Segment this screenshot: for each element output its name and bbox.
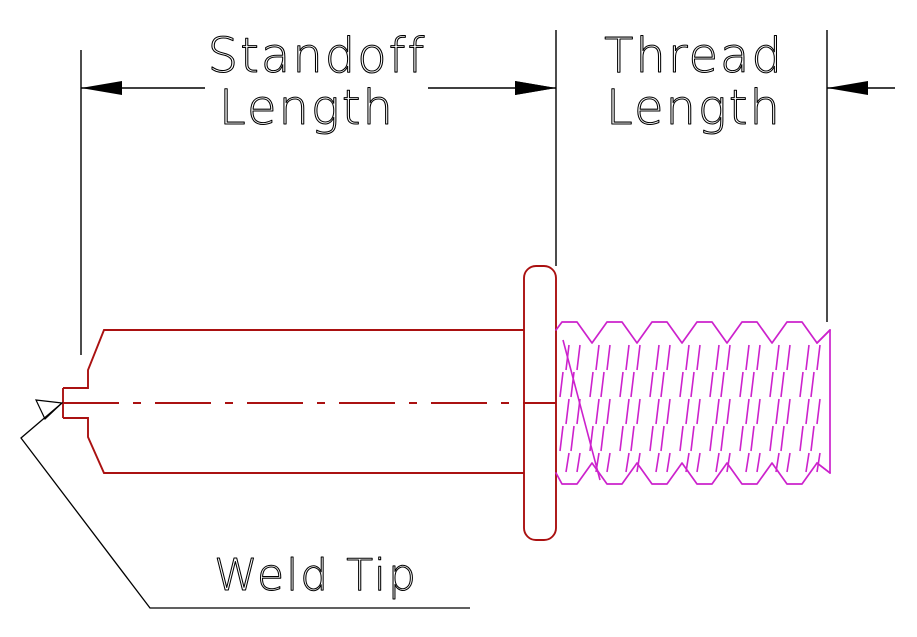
weld-tip-callout: Weld Tip [20, 399, 470, 609]
thread-length-dimension: Thread Length [515, 27, 895, 137]
thread-end-chamfer-bottom [816, 462, 831, 474]
thread-length-label-line2: Length [606, 80, 782, 136]
thread-length-label-line1: Thread [604, 28, 784, 84]
weld-tip-label: Weld Tip [214, 550, 418, 601]
thread-bottom-profile [555, 462, 831, 485]
standoff-length-label-line2: Length [219, 80, 395, 136]
thread-arrow-right-icon [827, 81, 868, 95]
weld-tip-leader-line [20, 402, 470, 609]
weld-tip-leader-arrow-icon [34, 399, 64, 421]
thread-end-chamfer-top [816, 329, 831, 344]
standoff-length-dimension: Standoff Length [81, 27, 556, 137]
stud-lower-profile [63, 417, 524, 474]
stud-body-group [62, 265, 557, 541]
thread-top-profile [555, 321, 831, 344]
stud-flange [523, 265, 557, 541]
extension-lines-group [80, 30, 828, 355]
standoff-arrow-left-icon [81, 81, 122, 95]
thread-arrow-left-icon [515, 81, 556, 95]
thread-helix-hint [562, 339, 601, 481]
thread-hatch-lines [559, 344, 821, 473]
stud-upper-profile [63, 329, 524, 389]
thread-group [555, 321, 831, 485]
standoff-length-label-line1: Standoff [208, 28, 427, 84]
